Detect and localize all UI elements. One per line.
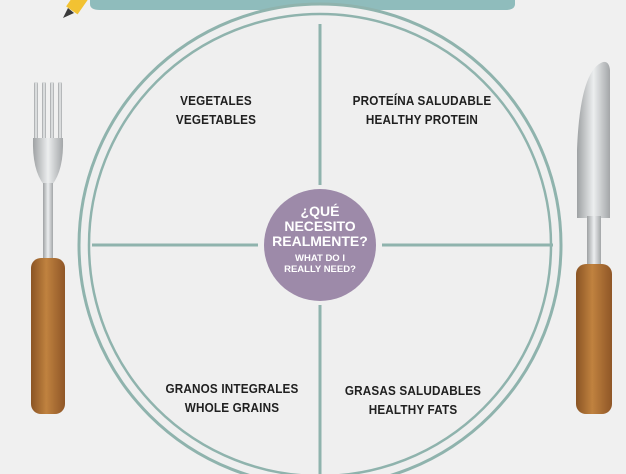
grains-en: WHOLE GRAINS: [184, 400, 280, 415]
fats-en: HEALTHY FATS: [368, 402, 458, 417]
sector-top-right-label: PROTEÍNA SALUDABLE HEALTHY PROTEIN: [341, 91, 503, 129]
vegetables-es: VEGETALES: [180, 93, 252, 108]
fork-icon: [31, 82, 65, 414]
vegetables-en: VEGETABLES: [175, 112, 257, 127]
protein-en: HEALTHY PROTEIN: [365, 112, 479, 127]
center-es-line-2: NECESITO: [284, 218, 356, 234]
center-question: ¿QUÉ NECESITO REALMENTE? WHAT DO I REALL…: [265, 190, 375, 300]
center-en-line-1: WHAT DO I: [295, 253, 345, 264]
center-circle: [264, 189, 376, 301]
center-en-line-2: REALLY NEED?: [284, 264, 356, 275]
center-question-es: ¿QUÉ NECESITO REALMENTE?: [265, 204, 375, 249]
center-question-en: WHAT DO I REALLY NEED?: [265, 253, 375, 275]
grains-es: GRANOS INTEGRALES: [165, 381, 299, 396]
knife-icon: [576, 61, 612, 414]
sector-bottom-left-label: GRANOS INTEGRALES WHOLE GRAINS: [151, 379, 313, 417]
sector-bottom-right-label: GRASAS SALUDABLES HEALTHY FATS: [332, 381, 494, 419]
center-es-line-1: ¿QUÉ: [300, 203, 340, 219]
protein-es: PROTEÍNA SALUDABLE: [352, 93, 492, 108]
fats-es: GRASAS SALUDABLES: [344, 383, 482, 398]
pencil-icon: [63, 0, 88, 18]
center-es-line-3: REALMENTE?: [272, 233, 368, 249]
sector-top-left-label: VEGETALES VEGETABLES: [135, 91, 297, 129]
